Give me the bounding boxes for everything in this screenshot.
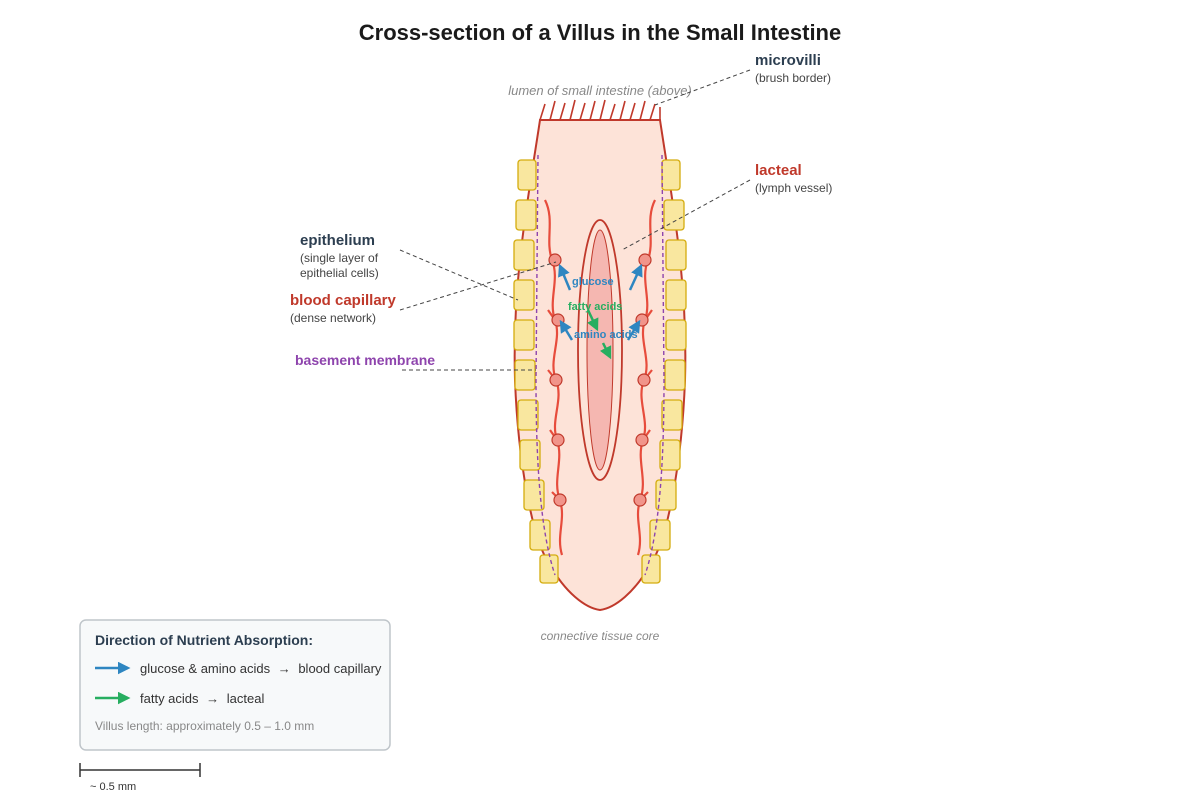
epithelial-cells-left: [513, 159, 559, 584]
absorption-arrows-green: [586, 309, 612, 360]
blood-capillary-sublabel: (dense network): [290, 311, 376, 325]
basement-membrane-label: basement membrane: [295, 352, 435, 368]
amino-acids-arrow-label: amino acids: [574, 329, 638, 341]
epithelium-sublabel-1: (single layer of: [300, 251, 379, 265]
scale-bar: [79, 763, 201, 777]
legend-note: Villus length: approximately 0.5 – 1.0 m…: [95, 719, 314, 733]
lacteal-label: lacteal: [755, 162, 802, 179]
microvilli-label: microvilli: [755, 52, 821, 69]
microvilli-brush-border: [539, 99, 661, 121]
scale-bar-label: ~ 0.5 mm: [90, 781, 136, 793]
blood-capillary-label: blood capillary: [290, 292, 397, 309]
legend-title: Direction of Nutrient Absorption:: [95, 632, 313, 648]
lacteal: [577, 219, 623, 481]
core-label: connective tissue core: [541, 629, 660, 643]
glucose-arrow-label: glucose: [572, 276, 614, 288]
microvilli-sublabel: (brush border): [755, 71, 831, 85]
basement-membrane: [535, 154, 665, 576]
leader-lines: [399, 69, 751, 371]
lacteal-sublabel: (lymph vessel): [755, 181, 832, 195]
legend: Direction of Nutrient Absorption: glucos…: [79, 619, 391, 751]
capillary-nodes: [548, 253, 652, 507]
legend-item-2: fatty acids → lacteal: [140, 691, 264, 706]
fatty-acids-arrow-label: fatty acids: [568, 301, 622, 313]
page-title: Cross-section of a Villus in the Small I…: [359, 20, 842, 45]
epithelium-label: epithelium: [300, 232, 375, 249]
legend-item-1: glucose & amino acids → blood capillary: [140, 661, 382, 676]
absorption-arrows-blue: [558, 263, 643, 341]
lumen-label: lumen of small intestine (above): [508, 83, 692, 98]
epithelium-sublabel-2: epithelial cells): [300, 266, 379, 280]
